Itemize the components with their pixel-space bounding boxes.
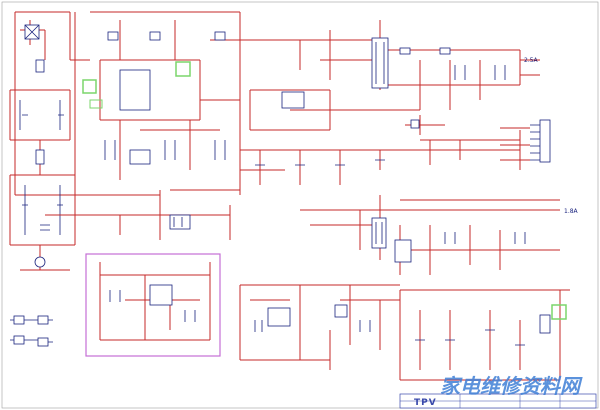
input-filter-section: [9, 11, 90, 271]
main-converter-section: [74, 11, 241, 215]
pwm-controller-ic: [119, 69, 151, 111]
standby-section: [40, 205, 231, 240]
standby-ic: [149, 284, 173, 306]
feedback-ic: [281, 91, 305, 109]
output-rail-mid: 1.8A: [300, 195, 579, 275]
input-connector: [34, 256, 46, 268]
output-rail-top: 2.5A: [240, 20, 540, 135]
bottom-right-section: [399, 289, 570, 381]
driver-ic: [129, 149, 151, 165]
output-connector: [500, 119, 551, 163]
input-inductor: [35, 149, 45, 165]
bottom-converter-section: [239, 284, 400, 370]
connector-cn: [539, 119, 551, 163]
feedback-section: [240, 89, 521, 185]
violet-highlight-box: [85, 253, 221, 357]
highlight-box-left: [82, 79, 97, 94]
standby-regulator-box: [85, 253, 221, 357]
standby-transformer: [169, 214, 191, 230]
opto-coupler-1: [410, 119, 420, 129]
input-fuse: [35, 59, 45, 73]
watermark-text: 家电维修资料网: [440, 374, 580, 398]
highlight-box-top: [175, 61, 191, 77]
highlight-box-right: [551, 304, 567, 320]
power-mosfet: [334, 304, 348, 318]
main-transformer: [371, 37, 389, 89]
rail-label-2p5a: 2.5A: [524, 57, 539, 64]
misc-parts-left: [10, 315, 53, 347]
title-block: [399, 393, 597, 409]
brand-logo: TPV: [414, 398, 437, 408]
boost-controller-ic: [267, 307, 291, 327]
transformer-2: [371, 217, 387, 249]
regulator-ic-2: [394, 239, 412, 263]
rail-label-1p8a: 1.8A: [564, 208, 579, 215]
output-diode-1: [399, 47, 411, 55]
